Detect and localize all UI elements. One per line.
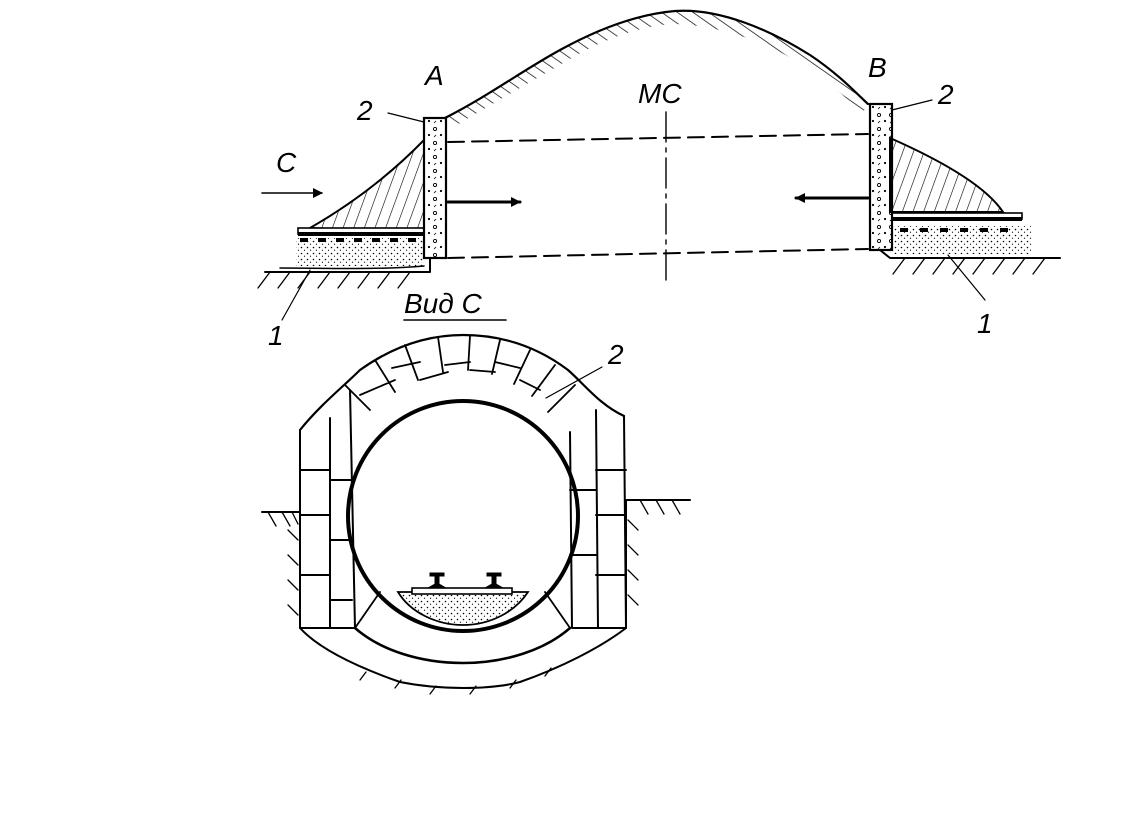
label-item-2-left: 2: [356, 95, 373, 126]
left-slope: [306, 137, 425, 234]
rail-right: [483, 572, 505, 589]
label-item-1-right: 1: [977, 308, 993, 339]
arch-crown: [298, 333, 626, 432]
left-ground: [257, 257, 431, 289]
section-ground-hatch: [267, 499, 681, 527]
side-wall-right: [569, 409, 627, 629]
tunnel-ring: [346, 399, 580, 633]
trench: [299, 499, 627, 689]
right-ground: [879, 249, 1061, 275]
cross-section: Вид С 2: [261, 288, 691, 695]
label-item-2-right: 2: [937, 79, 954, 110]
tunnel-bottom-dashed: [447, 248, 869, 259]
leader-2-section: [545, 366, 603, 399]
portal-wall-a: [422, 116, 448, 260]
sleeper: [411, 587, 513, 595]
right-track: [891, 212, 1032, 254]
view-title: Вид С: [404, 288, 483, 319]
longitudinal-section: A B MC C 2 2 1 1: [257, 9, 1061, 351]
invert-joints: [354, 591, 571, 629]
track-slab: [396, 591, 530, 626]
rail-left: [426, 572, 448, 589]
hill-hatching: [445, 10, 868, 128]
label-portal-a: A: [423, 60, 444, 91]
label-center-line: MC: [638, 78, 682, 109]
label-item-1-left: 1: [268, 320, 284, 351]
portal-wall-b: [868, 102, 894, 252]
label-portal-b: B: [868, 52, 887, 83]
invert-outline: [353, 626, 572, 665]
leader-1-left: [281, 269, 311, 321]
leader-2-right: [891, 99, 933, 111]
left-track: [279, 227, 425, 270]
label-view-c: C: [276, 147, 297, 178]
label-item-2-section: 2: [607, 339, 624, 370]
trench-hatch: [287, 519, 639, 695]
voussoir-blocks: [344, 335, 576, 413]
right-slope: [889, 136, 1005, 213]
leader-2-left: [387, 112, 425, 123]
leader-1-right: [947, 254, 986, 301]
tunnel-top-dashed: [447, 133, 869, 143]
